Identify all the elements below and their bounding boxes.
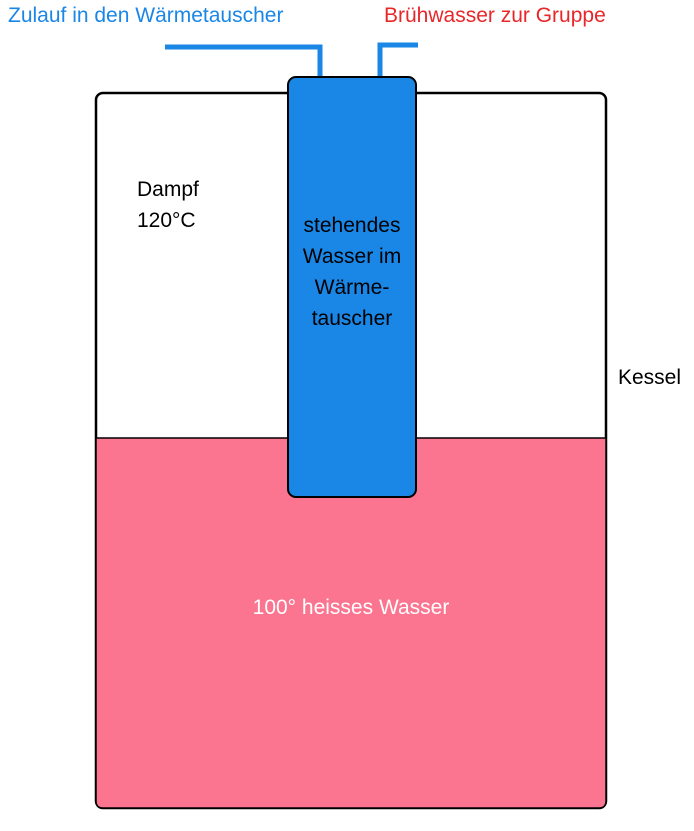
heat-exchanger-label-line: Wasser im: [302, 245, 402, 268]
heat-exchanger: [287, 76, 417, 498]
heat-exchanger-label-line: Wärme-: [314, 276, 390, 299]
heat-exchanger-label-line: stehendes: [303, 214, 401, 237]
steam-label-line-1: Dampf: [137, 178, 199, 201]
inlet-label: Zulauf in den Wärmetauscher: [8, 4, 284, 27]
inlet-pipe: [165, 44, 323, 78]
hot-water-label: 100° heisses Wasser: [252, 596, 450, 619]
boiler-label: Kessel: [618, 366, 682, 389]
outlet-pipe: [377, 42, 418, 78]
hot-water-region: [95, 437, 607, 809]
steam-label-line-2: 120°C: [137, 209, 196, 232]
outlet-label: Brühwasser zur Gruppe: [384, 4, 606, 27]
steam-label: Dampf 120°C: [137, 174, 199, 236]
heat-exchanger-label: stehendes Wasser im Wärme- tauscher: [288, 210, 416, 334]
heat-exchanger-label-line: tauscher: [311, 307, 393, 330]
